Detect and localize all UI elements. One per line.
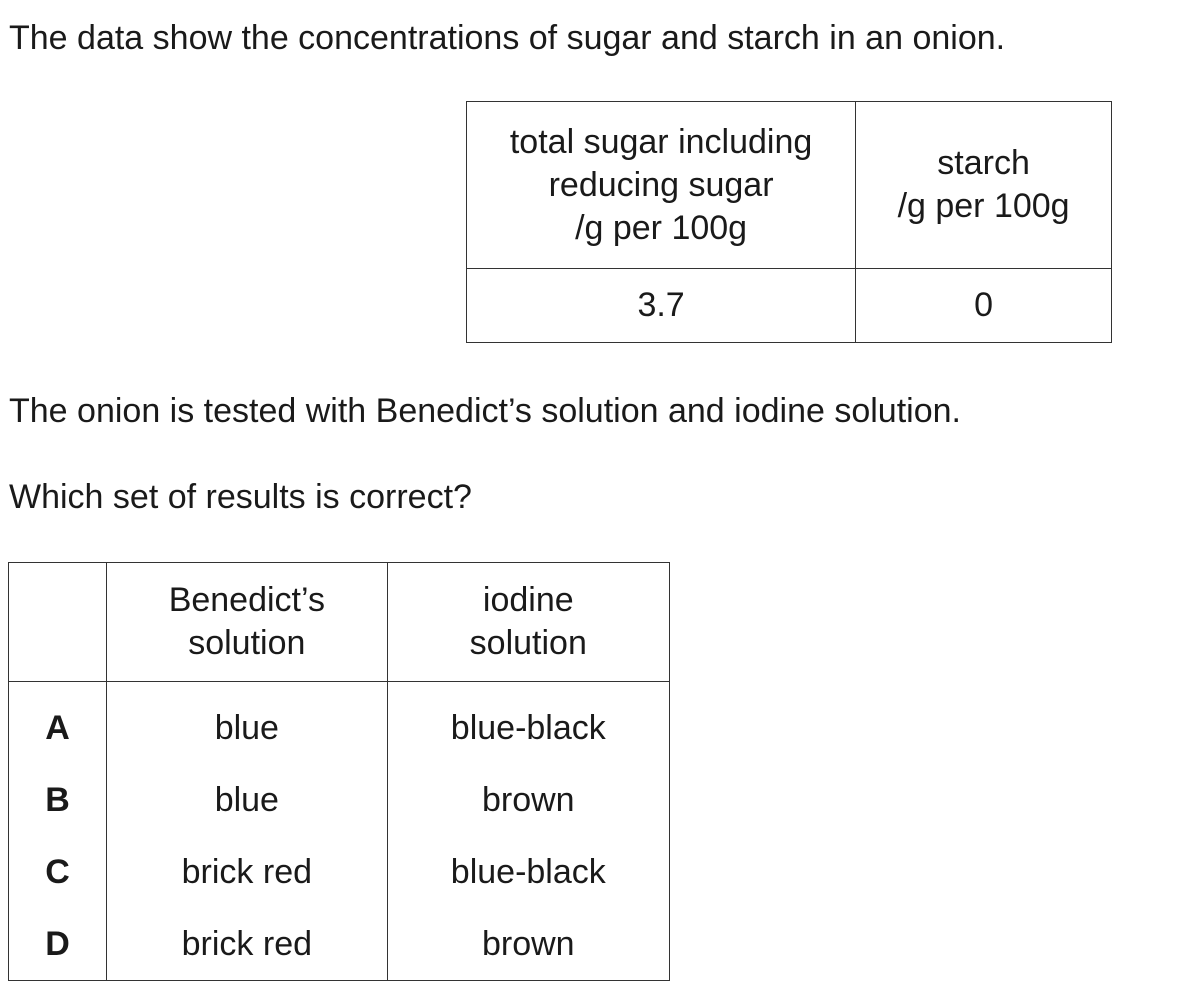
total-sugar-header-line-1: total sugar including [509,122,813,161]
intro-text: The data show the concentrations of suga… [9,19,1006,57]
iodine-header: iodine solution [386,562,671,682]
concentration-table: total sugar including reducing sugar /g … [465,101,1112,343]
option-letters-column: A B C D [7,681,108,981]
option-c-letter[interactable]: C [45,853,70,891]
starch-value: 0 [855,268,1112,343]
option-c-iodine: blue-black [450,853,606,891]
option-b-benedicts: blue [214,781,279,819]
benedicts-header-line-1: Benedict’s [168,581,325,619]
concentration-value-row: 3.7 0 [465,268,1112,343]
question-text: Which set of results is correct? [9,478,472,516]
total-sugar-header: total sugar including reducing sugar /g … [465,101,857,269]
benedicts-header: Benedict’s solution [106,562,388,682]
option-letter-header [7,562,108,682]
option-a-letter[interactable]: A [45,709,70,747]
options-table: Benedict’s solution iodine solution A B … [7,562,671,981]
option-d-letter[interactable]: D [45,925,70,963]
starch-header-line-1: starch [937,144,1030,182]
iodine-header-line-2: solution [469,624,587,662]
starch-header-line-2: /g per 100g [897,187,1070,225]
options-header-row: Benedict’s solution iodine solution [7,562,671,682]
iodine-column: blue-black brown blue-black brown [386,681,671,981]
option-a-iodine: blue-black [450,709,606,747]
options-body-row: A B C D blue blue brick red brick red bl… [7,681,671,981]
option-b-letter[interactable]: B [45,781,70,819]
test-description: The onion is tested with Benedict’s solu… [9,392,961,430]
option-a-benedicts: blue [214,709,279,747]
option-d-iodine: brown [481,925,575,963]
concentration-header-row: total sugar including reducing sugar /g … [465,101,1112,269]
starch-header: starch /g per 100g [855,101,1112,269]
iodine-header-line-1: iodine [482,581,574,619]
benedicts-header-line-2: solution [188,624,306,662]
option-b-iodine: brown [481,781,575,819]
option-c-benedicts: brick red [181,853,313,891]
option-d-benedicts: brick red [181,925,313,963]
total-sugar-value: 3.7 [465,268,857,343]
total-sugar-header-line-3: /g per 100g [575,208,748,247]
benedicts-column: blue blue brick red brick red [106,681,388,981]
total-sugar-header-line-2: reducing sugar [548,165,774,204]
